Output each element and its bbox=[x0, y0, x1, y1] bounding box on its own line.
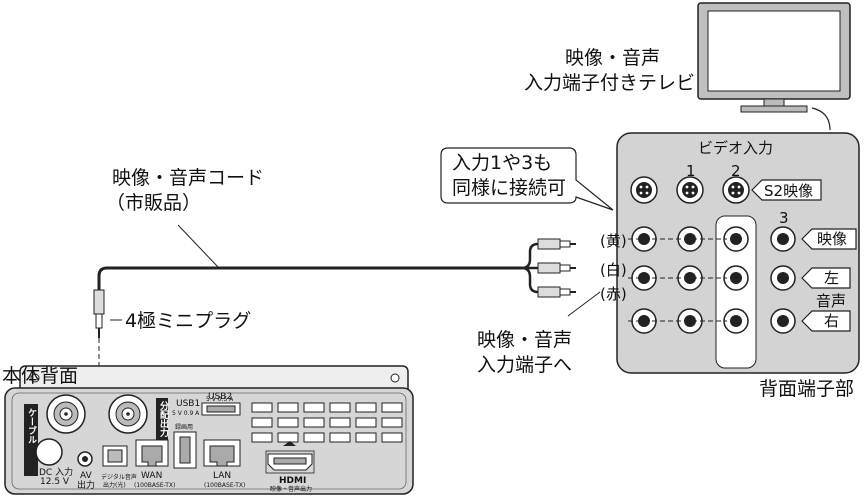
av-cable bbox=[93, 224, 601, 455]
vents bbox=[251, 402, 403, 443]
usb2-spec: 5 V 0.5 A bbox=[206, 396, 234, 403]
digital-audio-line2: 出力(光) bbox=[103, 482, 126, 489]
s2-tag bbox=[751, 179, 822, 201]
av-out-line2: 出力 bbox=[77, 481, 96, 491]
right-label: 右 bbox=[824, 312, 840, 330]
s-video-jack-3 bbox=[722, 176, 750, 204]
input-column-3: 3 bbox=[779, 209, 789, 227]
usb2-label: USB2 bbox=[208, 392, 233, 402]
tv-illustration bbox=[697, 2, 851, 131]
s-video-jack-1 bbox=[630, 176, 658, 204]
rec-label: 録画用 bbox=[175, 424, 194, 431]
plug-red-label: (赤) bbox=[600, 285, 627, 303]
lan-label: LAN bbox=[213, 471, 232, 481]
callout-line2: 同様に接続可 bbox=[452, 177, 567, 199]
unit-caption: 本体背面 bbox=[2, 365, 79, 387]
s-video-jack-2 bbox=[676, 176, 704, 204]
hdmi-sub-label: 映像・音声出力 bbox=[270, 486, 313, 493]
s2-video-label: S2映像 bbox=[764, 182, 814, 200]
wan-sub-label: (100BASE-TX) bbox=[134, 482, 176, 489]
usb1-label: USB1 bbox=[176, 399, 201, 409]
video-label: 映像 bbox=[817, 230, 848, 248]
input-column-1: 1 bbox=[686, 162, 696, 180]
digital-audio-line1: デジタル音声 bbox=[101, 474, 137, 481]
hdmi-label: HDMI bbox=[279, 476, 307, 486]
rca-plug-yellow bbox=[537, 238, 576, 250]
back-panel-caption: 背面端子部 bbox=[759, 378, 855, 400]
wan-label: WAN bbox=[141, 471, 163, 481]
main-unit bbox=[4, 365, 414, 495]
mini-plug bbox=[93, 289, 105, 338]
dc-in-label: DC 入力 bbox=[39, 468, 74, 478]
input-2-highlight bbox=[715, 215, 757, 369]
audio-label: 音声 bbox=[816, 292, 847, 310]
video-input-title: ビデオ入力 bbox=[698, 139, 774, 157]
f-connector-in bbox=[46, 394, 86, 434]
plug-yellow-label: (黄) bbox=[600, 232, 627, 250]
tv-caption-line1: 映像・音声 bbox=[565, 47, 661, 69]
cable-name-line1: 映像・音声コード bbox=[112, 167, 265, 189]
mini-plug-label: 4極ミニプラグ bbox=[125, 310, 252, 332]
input-column-2: 2 bbox=[731, 162, 741, 180]
connection-dashes bbox=[628, 238, 727, 322]
lan-sub-label: (100BASE-TX) bbox=[204, 482, 246, 489]
rca-plug-red bbox=[537, 286, 576, 298]
callout-line1: 入力1や3も bbox=[452, 152, 553, 174]
callout-bubble bbox=[440, 147, 614, 211]
to-input-line2: 入力端子へ bbox=[477, 354, 573, 376]
split-out-label: 分配出力 bbox=[158, 401, 168, 437]
cable-name-line2: （市販品） bbox=[106, 192, 202, 214]
plug-white-label: (白) bbox=[600, 261, 627, 279]
tv-back-panel bbox=[616, 132, 860, 374]
f-connector-out bbox=[108, 394, 148, 434]
cable-port-label: ケーブル bbox=[26, 408, 36, 444]
rca-plug-white bbox=[537, 262, 576, 274]
av-out-line1: AV bbox=[80, 471, 92, 481]
tv-caption-line2: 入力端子付きテレビ bbox=[524, 72, 696, 94]
dc-volt-label: 12.5 V bbox=[40, 477, 70, 487]
left-label: 左 bbox=[824, 269, 840, 287]
to-input-line1: 映像・音声 bbox=[477, 329, 573, 351]
usb1-spec: 5 V 0.9 A bbox=[172, 410, 200, 417]
